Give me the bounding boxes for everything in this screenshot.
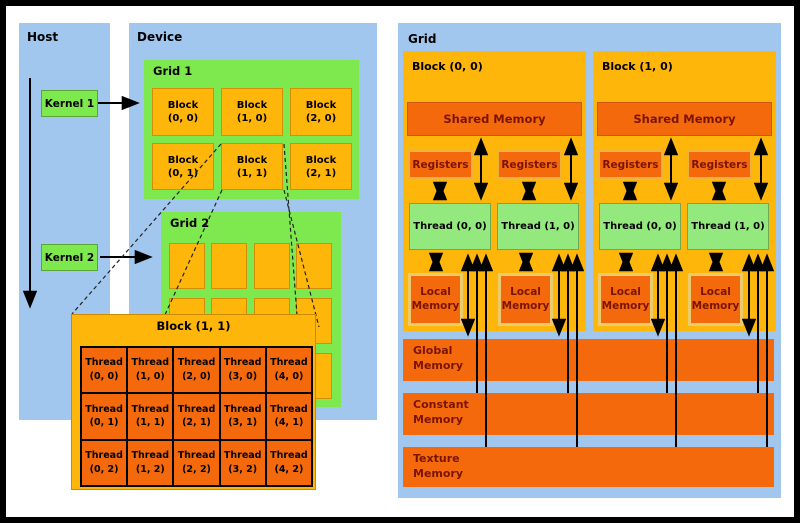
local-memory-label: Local Memory [691,286,740,312]
registers-box: Registers [408,150,473,179]
thread-label: Thread (0, 0) [603,221,677,232]
grid-label: Grid [408,32,437,46]
block-index: (1, 0) [236,113,268,124]
block-index: (2, 0) [305,113,337,124]
grid1-block-0-0: Block (0, 0) [152,88,214,136]
block-index: (2, 1) [305,167,337,179]
device-label: Device [137,30,183,44]
block-index: (0, 1) [167,167,199,179]
block-word: Block [167,154,199,166]
registers-box: Registers [598,150,663,179]
grid1-label: Grid 1 [153,64,193,78]
thread-cell: Thread (4, 2) [266,440,311,485]
thread-cell: Thread (2, 1) [174,394,219,439]
registers-box: Registers [687,150,752,179]
local-memory-label: Local Memory [411,286,460,312]
global-memory-bar: Global Memory [403,339,774,381]
grid2-block [169,243,205,289]
grid2-block [211,243,248,289]
constant-memory-bar: Constant Memory [403,393,774,435]
thread-cell: Thread (0, 2) [82,440,127,485]
grid1-block-0-1: Block (0, 1) [152,143,214,190]
thread-cell: Thread (2, 2) [174,440,219,485]
block-word: Block [305,100,337,111]
local-memory-box: Local Memory [688,273,743,326]
registers-label: Registers [412,158,469,171]
block-1-1-zoom-panel: Block (1, 1) Thread (0, 0) Thread (1, 0)… [71,314,316,490]
shared-memory-label: Shared Memory [633,112,736,126]
kernel2-label: Kernel 2 [44,251,95,264]
grid1-block-1-0: Block (1, 0) [221,88,283,136]
block-word: Block [167,100,199,111]
grid1-panel: Grid 1 Block (0, 0) Block (1, 0) Block (… [144,60,359,199]
block-word: Block [236,100,268,111]
shared-memory-box: Shared Memory [407,102,582,136]
grid1-block-2-1: Block (2, 1) [290,143,352,190]
block-1-1-zoom-title: Block (1, 1) [156,319,231,333]
local-memory-box: Local Memory [408,273,463,326]
block-index: (1, 1) [236,167,268,179]
grid1-block-2-0: Block (2, 0) [290,88,352,136]
thread-0-0-box: Thread (0, 0) [599,203,681,250]
thread-label: Thread (0, 0) [413,221,487,232]
thread-cell: Thread (2, 0) [174,348,219,393]
local-memory-label: Local Memory [601,286,650,312]
thread-cell: Thread (1, 1) [128,394,173,439]
thread-label: Thread (1, 0) [691,221,765,232]
block-word: Block [236,154,268,166]
host-label: Host [27,30,59,44]
thread-cell: Thread (0, 1) [82,394,127,439]
local-memory-box: Local Memory [498,273,553,326]
thread-cell: Thread (1, 0) [128,348,173,393]
texture-memory-label: Texture Memory [413,452,464,480]
constant-memory-label: Constant Memory [413,398,469,426]
registers-box: Registers [497,150,562,179]
grid2-label: Grid 2 [170,216,210,230]
local-memory-label: Local Memory [501,286,550,312]
global-memory-label: Global Memory [413,344,464,372]
zoom-dashed-line [283,143,298,316]
thread-1-0-box: Thread (1, 0) [687,203,769,250]
block-0-0-panel: Block (0, 0) Shared Memory Registers Reg… [403,51,586,331]
shared-memory-box: Shared Memory [597,102,772,136]
zoom-dashed-line [163,189,223,318]
registers-label: Registers [691,158,748,171]
registers-label: Registers [501,158,558,171]
thread-table: Thread (0, 0) Thread (1, 0) Thread (2, 0… [80,346,313,487]
registers-label: Registers [602,158,659,171]
shared-memory-label: Shared Memory [443,112,546,126]
block-0-0-label: Block (0, 0) [412,60,483,73]
grid2-block [253,243,290,289]
block-word: Block [305,154,337,166]
kernel2-box: Kernel 2 [41,244,98,271]
thread-cell: Thread (3, 2) [220,440,265,485]
zoom-dashed-line [71,143,222,315]
local-memory-box: Local Memory [598,273,653,326]
thread-cell: Thread (4, 1) [266,394,311,439]
zoom-dashed-line [283,189,320,328]
thread-cell: Thread (3, 1) [220,394,265,439]
block-1-0-label: Block (1, 0) [602,60,673,73]
grid2-block [295,243,332,289]
texture-memory-bar: Texture Memory [403,447,774,487]
thread-label: Thread (1, 0) [501,221,575,232]
thread-cell: Thread (0, 0) [82,348,127,393]
thread-cell: Thread (4, 0) [266,348,311,393]
thread-cell: Thread (1, 2) [128,440,173,485]
thread-0-0-box: Thread (0, 0) [409,203,491,250]
thread-1-0-box: Thread (1, 0) [497,203,579,250]
thread-cell: Thread (3, 0) [220,348,265,393]
grid1-block-1-1: Block (1, 1) [221,143,283,190]
block-index: (0, 0) [167,113,199,124]
kernel1-label: Kernel 1 [44,97,95,110]
kernel1-box: Kernel 1 [41,90,98,117]
